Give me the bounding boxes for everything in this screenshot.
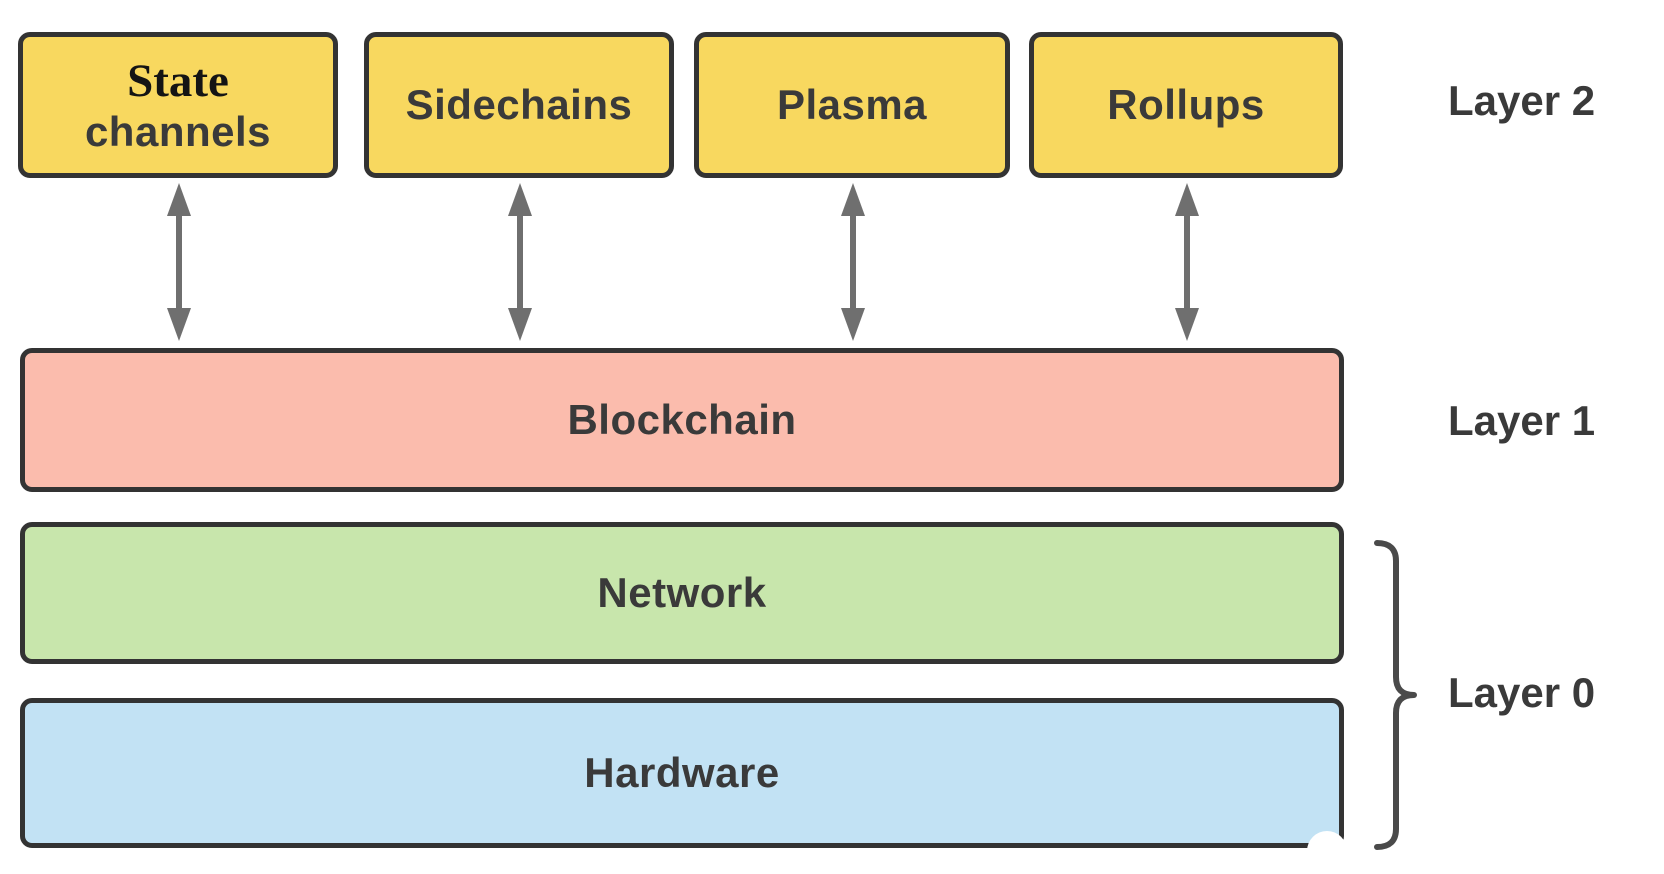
- bidirectional-arrow-sidechains: [507, 183, 533, 341]
- blockchain-label: Blockchain: [567, 396, 797, 443]
- arrow-shaft: [1184, 211, 1190, 313]
- network-label: Network: [597, 569, 767, 616]
- layer2-label: Layer 2: [1448, 77, 1596, 124]
- hardware-box: Hardware: [20, 698, 1344, 848]
- hardware-label: Hardware: [584, 749, 780, 796]
- arrowhead-down-icon: [508, 308, 532, 341]
- bidirectional-arrow-rollups: [1174, 183, 1200, 341]
- rollups-label: Rollups: [1107, 81, 1265, 128]
- state-channels-label-line2: channels: [84, 107, 272, 155]
- arrowhead-up-icon: [167, 183, 191, 216]
- sidechains-box: Sidechains: [364, 32, 674, 178]
- arrowhead-down-icon: [167, 308, 191, 341]
- sidechains-label: Sidechains: [405, 81, 633, 128]
- plasma-label: Plasma: [776, 81, 928, 128]
- bidirectional-arrow-state-channels: [166, 183, 192, 341]
- layer0-label: Layer 0: [1448, 669, 1596, 716]
- blockchain-box: Blockchain: [20, 348, 1344, 492]
- arrowhead-down-icon: [1175, 308, 1199, 341]
- arrow-shaft: [517, 211, 523, 313]
- bidirectional-arrow-plasma: [840, 183, 866, 341]
- arrowhead-up-icon: [841, 183, 865, 216]
- rollups-box: Rollups: [1029, 32, 1343, 178]
- arrowhead-down-icon: [841, 308, 865, 341]
- layer1-label: Layer 1: [1448, 397, 1596, 444]
- arrowhead-up-icon: [508, 183, 532, 216]
- network-box: Network: [20, 522, 1344, 664]
- arrow-shaft: [850, 211, 856, 313]
- state-channels-box: State channels: [18, 32, 338, 178]
- state-channels-label-line1: State: [127, 55, 229, 108]
- arrowhead-up-icon: [1175, 183, 1199, 216]
- curly-brace-icon: [1374, 540, 1417, 850]
- plasma-box: Plasma: [694, 32, 1010, 178]
- watermark-notch: [1307, 831, 1347, 871]
- arrow-shaft: [176, 211, 182, 313]
